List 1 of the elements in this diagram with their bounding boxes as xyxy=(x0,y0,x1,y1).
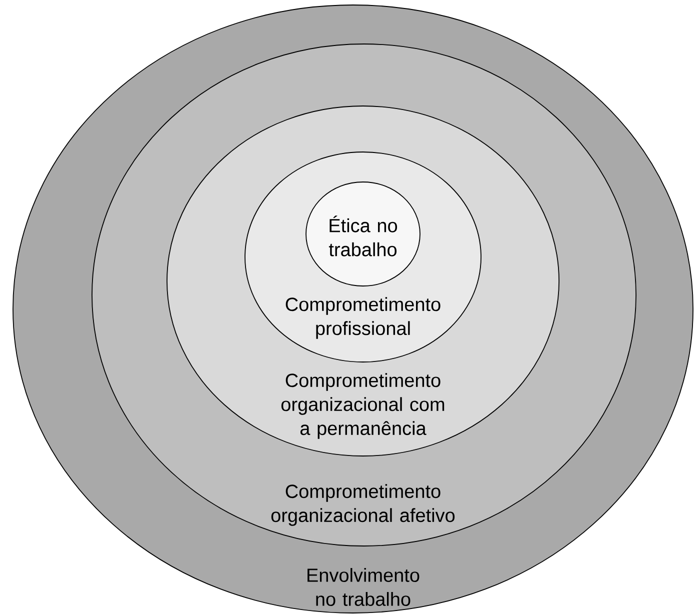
ring: Ética no trabalho xyxy=(306,182,420,286)
